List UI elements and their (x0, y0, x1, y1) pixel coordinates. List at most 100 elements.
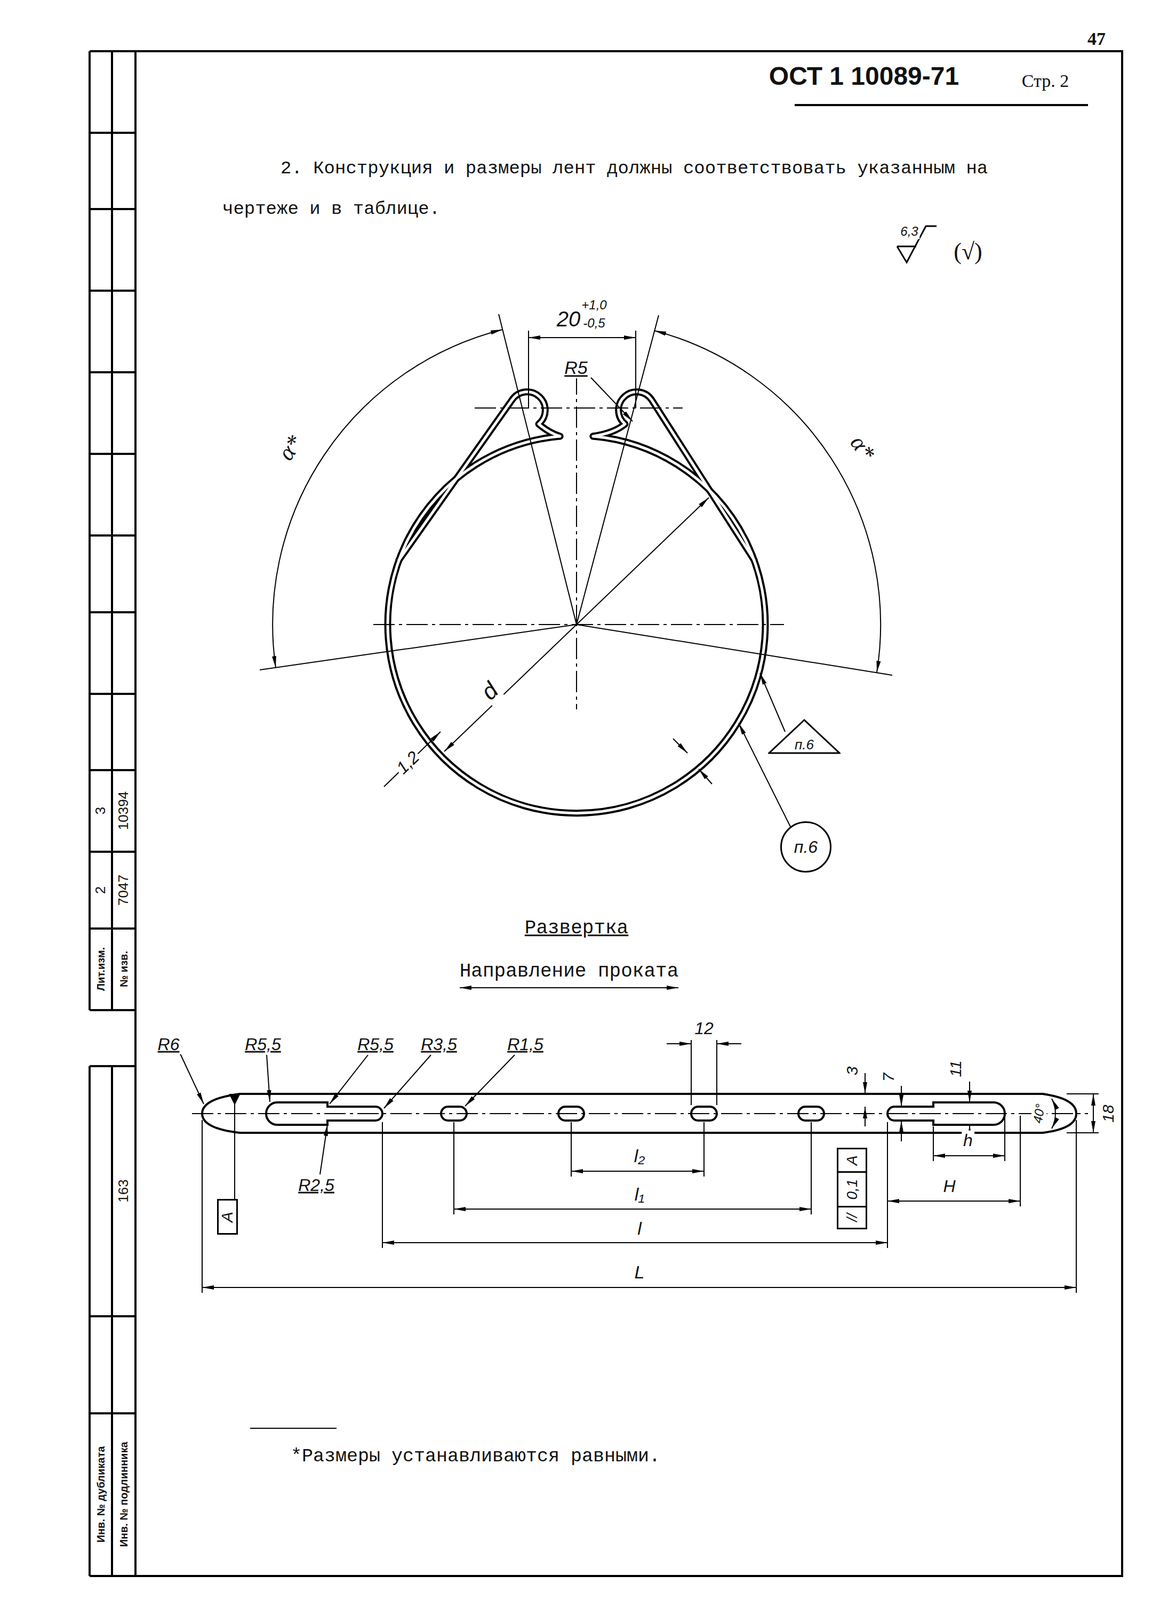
strip-dimensions-part (703, 1122, 705, 1177)
ring-band-part-part (593, 392, 755, 560)
strip-dimensions-part (887, 1200, 1021, 1202)
strip-dimensions-part (180, 1053, 204, 1104)
sheet-frame-part (89, 534, 136, 537)
sheet-frame-part (89, 611, 136, 614)
angle-label: α* (272, 429, 310, 468)
strip-dimensions-part (1019, 1115, 1021, 1207)
dimension-lines (259, 314, 893, 988)
strip-dimensions-part (453, 1122, 455, 1215)
strip-dimensions-part (201, 1120, 203, 1293)
radius-label: R5,5 (243, 1034, 283, 1055)
stamp-cell: 7047 (115, 873, 132, 908)
strip-dimensions-part (1075, 1120, 1077, 1293)
dimension-value: h (961, 1130, 975, 1151)
dimension-value: l (635, 1218, 644, 1239)
diameter-label: d (474, 675, 505, 707)
strip-dimensions-part (900, 1120, 902, 1142)
sheet-frame-part (89, 769, 136, 772)
strip-dimensions-part (666, 1043, 692, 1045)
strip-dimensions-part (864, 1073, 866, 1094)
frame-cell: // (838, 1206, 866, 1228)
radius-label: R5,5 (355, 1034, 396, 1055)
dimension-lines-part (738, 723, 791, 827)
dimension-lines-part (590, 377, 633, 422)
triangle-outline-shape (769, 720, 840, 754)
strip-dimensions-part (250, 1427, 337, 1429)
dimension-lines-part (384, 731, 441, 787)
sheet-frame-part (89, 371, 136, 374)
dimension-lines-part (528, 337, 636, 339)
dimension-value: 7 (879, 1071, 899, 1084)
callout-circle: п.6 (780, 821, 832, 873)
tolerance-lower: -0,5 (581, 315, 607, 331)
strip-dimensions-part (382, 1242, 888, 1244)
strip-dimensions-part (384, 1054, 431, 1109)
center-lines-part (576, 373, 578, 710)
angle-label: α* (843, 429, 882, 468)
node-text: п.6 (794, 838, 818, 856)
roughness-value: 6,3 (898, 224, 920, 239)
node-text: A (219, 1211, 236, 1222)
dimension-lines-part (760, 673, 786, 732)
strip-dimensions-part (570, 1122, 572, 1177)
footnote: *Размеры устанавливаются равными. (290, 1443, 984, 1470)
frame-text: A (843, 1155, 861, 1166)
center-lines-part (192, 1113, 1088, 1115)
dimension-lines-part (259, 624, 577, 670)
document-code: ОСТ 1 10089-71 (767, 61, 961, 91)
stamp-cell: 2 (92, 884, 109, 896)
sheet-frame-part (110, 51, 114, 1011)
strip-dimensions-part (716, 1040, 718, 1106)
dimension-lines-part (698, 769, 712, 784)
dimension-value: l₂ (632, 1145, 647, 1167)
frame-text: // (843, 1213, 861, 1222)
strip-dimensions-part (202, 1286, 1077, 1288)
dimension-value: 11 (946, 1058, 966, 1079)
sheet-frame-part (89, 208, 136, 211)
stamp-cell: Лит.изм. (94, 945, 108, 993)
sheet-frame-part (89, 1009, 136, 1012)
dimension-lines-part (444, 497, 709, 752)
radius-label: R1,5 (505, 1034, 546, 1055)
strip-dimensions-part (381, 1122, 383, 1248)
radius-label: R2,5 (296, 1175, 336, 1196)
sheet-frame-part (89, 692, 136, 695)
sheet-frame-part (89, 850, 136, 853)
dimension-value: 18 (1099, 1102, 1118, 1124)
sheet-frame-part (89, 131, 136, 134)
dimension-value: 20 (555, 306, 583, 332)
dimension-value: l₁ (633, 1184, 646, 1205)
stamp-cell: 10394 (115, 789, 132, 832)
strip-dimensions-part (810, 1122, 812, 1215)
stamp-cell: 163 (115, 1177, 132, 1204)
frame-text: 0,1 (843, 1178, 861, 1200)
thickness-label: 1,2 (391, 746, 425, 780)
sheet-frame-part (110, 1066, 114, 1576)
dimension-value: 3 (843, 1065, 862, 1078)
roughness-sign: (√) (952, 238, 984, 266)
strip-development-part (798, 1106, 824, 1121)
dimension-lines-part (576, 624, 893, 676)
strip-dimensions-part (1004, 1115, 1006, 1162)
frame-cell: A (838, 1148, 866, 1173)
strip-dimensions-part (886, 1122, 888, 1248)
tolerance-frame: // 0,1 A (836, 1147, 868, 1230)
strip-dimensions-part (1051, 1098, 1056, 1129)
dimension-lines-part (528, 330, 530, 408)
strip-dimensions-part (716, 1043, 742, 1045)
sheet-frame-part (89, 1412, 136, 1415)
strip-dimensions-part (690, 1040, 692, 1106)
angle-label: 40° (1029, 1101, 1049, 1126)
strip-dimensions-part (933, 1155, 1005, 1157)
rolling-direction: Направление проката (458, 960, 680, 983)
page-number: 47 (1085, 28, 1108, 50)
node-text: п.6 (794, 737, 814, 752)
strip-dimensions-part (329, 1054, 368, 1104)
sheet-frame-part (88, 51, 91, 1011)
sheet-frame-part (794, 104, 1088, 107)
strip-development-part (441, 1106, 467, 1121)
stamp-cell: Инв. № дубликата (94, 1444, 108, 1545)
strip-dimensions-part (266, 1054, 270, 1102)
